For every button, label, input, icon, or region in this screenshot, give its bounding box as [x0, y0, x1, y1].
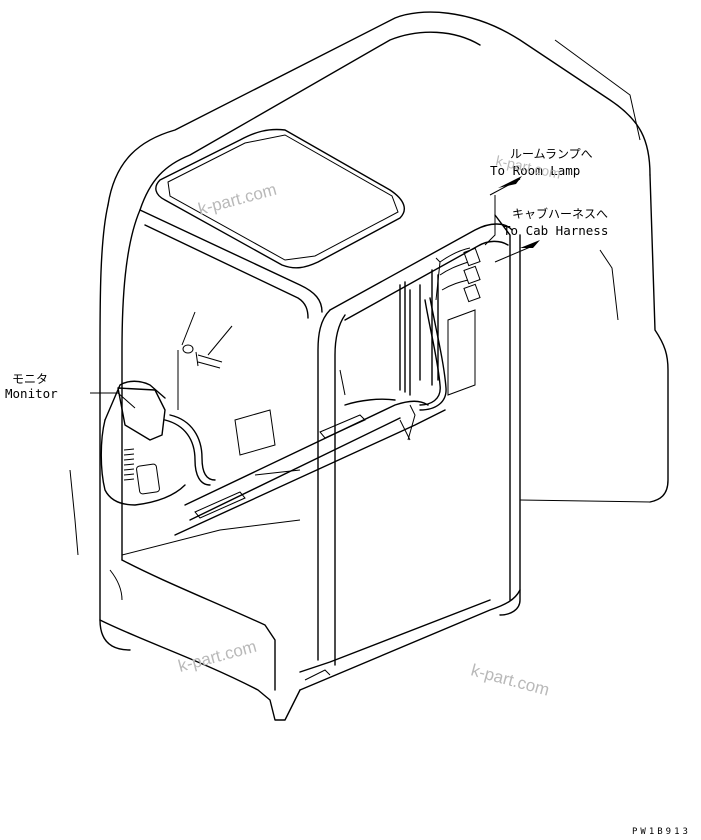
watermark: k-part.com [469, 661, 551, 700]
cab-harness-label-jp: キャブハーネスへ [512, 206, 608, 221]
interior-harness [174, 247, 481, 536]
watermark: k-part.com [196, 180, 278, 219]
cab-shell [69, 11, 669, 721]
monitor-vents [123, 448, 135, 481]
drawing-code: PW1B913 [632, 827, 691, 837]
monitor-leader [90, 392, 136, 409]
monitor-assembly [100, 311, 233, 506]
bolt-icon [195, 351, 223, 369]
cab-harness-label-en: To Cab Harness [503, 223, 608, 238]
roof-window [155, 128, 406, 269]
arrow-room-lamp-icon [498, 176, 522, 188]
arrow-cab-harness-icon [520, 240, 540, 248]
room-lamp-label-en: To Room Lamp [490, 163, 580, 178]
leader-lines [90, 176, 540, 441]
monitor-label-jp: モニタ [12, 372, 48, 386]
washer-icon [182, 344, 194, 354]
room-lamp-label-jp: ルームランプへ [510, 147, 593, 161]
monitor-label-en: Monitor [5, 386, 58, 401]
